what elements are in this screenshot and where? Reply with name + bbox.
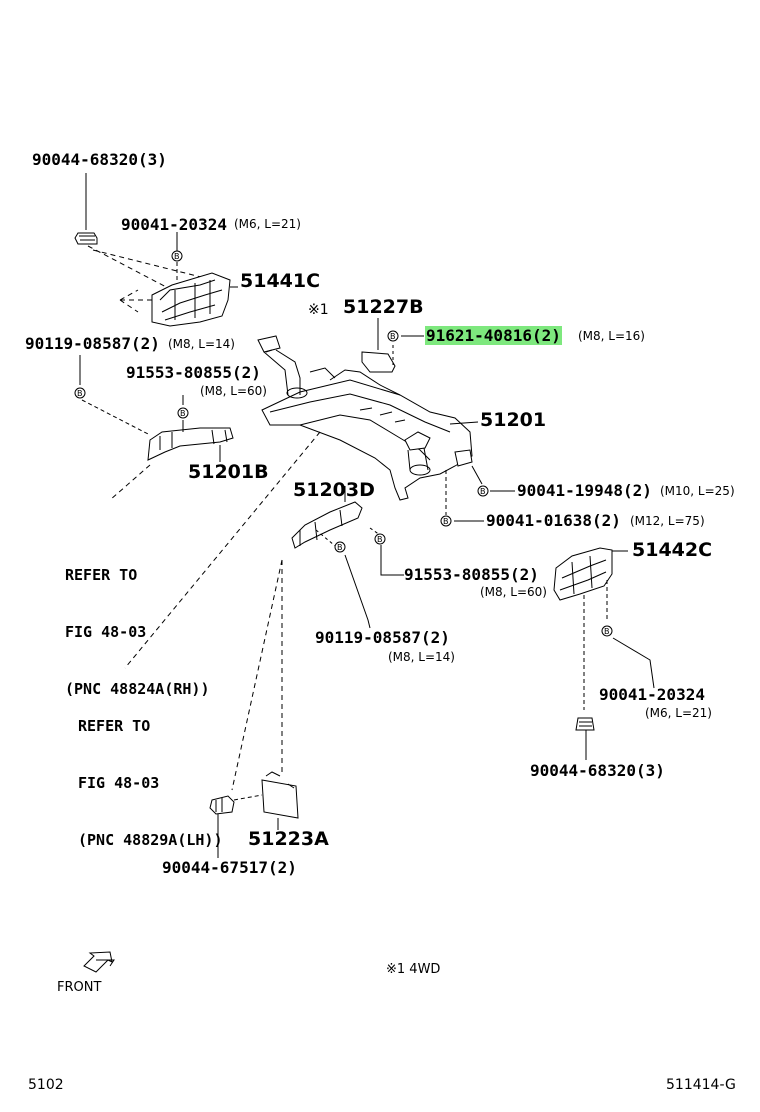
highlight-91621-40816: 91621-40816(2): [425, 326, 562, 345]
refer-rh-line-1: REFER TO: [65, 566, 138, 584]
label-51203d[interactable]: 51203D: [293, 479, 375, 501]
note-4wd: ※1 4WD: [386, 962, 441, 977]
bolt-marker: B: [477, 485, 489, 497]
svg-text:B: B: [604, 627, 610, 636]
nut-right: [575, 717, 595, 760]
part-51441c: [151, 272, 238, 327]
label-90041-01638-spec: (M12, L=75): [630, 514, 705, 528]
label-51201b[interactable]: 51201B: [188, 461, 269, 483]
refer-note-lh: REFER TO FIG 48-03 (PNC 48829A(LH)): [78, 679, 223, 869]
label-90119-08587-lower[interactable]: 90119-08587(2): [315, 628, 450, 647]
bolt-marker: B: [601, 625, 613, 637]
label-90119-08587-left[interactable]: 90119-08587(2): [25, 334, 160, 353]
label-51442c[interactable]: 51442C: [632, 539, 713, 561]
label-90041-20324-top[interactable]: 90041-20324: [121, 215, 227, 234]
label-91621-40816[interactable]: 91621-40816(2): [425, 326, 562, 345]
label-91621-40816-spec: (M8, L=16): [578, 329, 645, 343]
front-label: FRONT: [57, 980, 102, 995]
svg-text:B: B: [390, 332, 396, 341]
label-51441c[interactable]: 51441C: [240, 270, 321, 292]
label-51227b[interactable]: 51227B: [343, 296, 424, 318]
label-90044-68320-right[interactable]: 90044-68320(3): [530, 761, 665, 780]
part-51201b: [147, 427, 234, 462]
refer-lh-line-1: REFER TO: [78, 717, 151, 735]
bolt-marker: B: [177, 407, 189, 419]
svg-text:B: B: [377, 535, 383, 544]
part-51442c: [553, 547, 628, 601]
svg-text:B: B: [443, 517, 449, 526]
front-arrow-icon: [83, 951, 115, 973]
label-90119-08587-left-spec: (M8, L=14): [168, 337, 235, 351]
label-90044-68320-top[interactable]: 90044-68320(3): [32, 150, 167, 169]
label-91553-80855-upper[interactable]: 91553-80855(2): [126, 363, 261, 382]
refer-lh-line-2: FIG 48-03: [78, 774, 160, 792]
bolt-marker: B: [440, 515, 452, 527]
bolt-marker: B: [334, 541, 346, 553]
part-51223a: [261, 771, 299, 830]
label-90041-01638[interactable]: 90041-01638(2): [486, 511, 621, 530]
label-90119-08587-lower-spec: (M8, L=14): [388, 650, 455, 664]
label-91553-80855-lower-spec: (M8, L=60): [480, 585, 547, 599]
bolt-marker: B: [74, 387, 86, 399]
part-51203d: [291, 486, 363, 549]
label-mark-1: ※1: [308, 302, 329, 318]
nut-90044-67517: [209, 795, 235, 858]
label-90041-20324-top-spec: (M6, L=21): [234, 217, 301, 231]
refer-lh-line-3: (PNC 48829A(LH)): [78, 831, 223, 849]
label-90041-19948[interactable]: 90041-19948(2): [517, 481, 652, 500]
svg-text:B: B: [174, 252, 180, 261]
label-51201[interactable]: 51201: [480, 409, 547, 431]
bolt-marker: B: [374, 533, 386, 545]
label-90044-67517[interactable]: 90044-67517(2): [162, 858, 297, 877]
refer-rh-line-3: (PNC 48824A(RH)): [65, 680, 210, 698]
label-51223a[interactable]: 51223A: [248, 828, 329, 850]
nut-top-left: [74, 173, 98, 245]
refer-note-rh: REFER TO FIG 48-03 (PNC 48824A(RH)): [65, 528, 210, 718]
part-51227b: [361, 318, 396, 373]
svg-text:B: B: [180, 409, 186, 418]
label-90041-20324-right-spec: (M6, L=21): [645, 706, 712, 720]
label-91553-80855-upper-spec: (M8, L=60): [200, 384, 267, 398]
refer-rh-line-2: FIG 48-03: [65, 623, 147, 641]
bolt-markers: B B B B B B B B B: [74, 250, 613, 637]
svg-text:B: B: [77, 389, 83, 398]
part-51201-crossmember: [257, 335, 479, 501]
label-90041-20324-right[interactable]: 90041-20324: [599, 685, 705, 704]
bolt-marker: B: [171, 250, 183, 262]
label-91553-80855-lower[interactable]: 91553-80855(2): [404, 565, 539, 584]
svg-text:B: B: [337, 543, 343, 552]
bolt-marker: B: [387, 330, 399, 342]
svg-text:B: B: [480, 487, 486, 496]
page-code: 5102: [28, 1077, 64, 1093]
label-90041-19948-spec: (M10, L=25): [660, 484, 735, 498]
figure-code: 511414-G: [666, 1077, 736, 1093]
